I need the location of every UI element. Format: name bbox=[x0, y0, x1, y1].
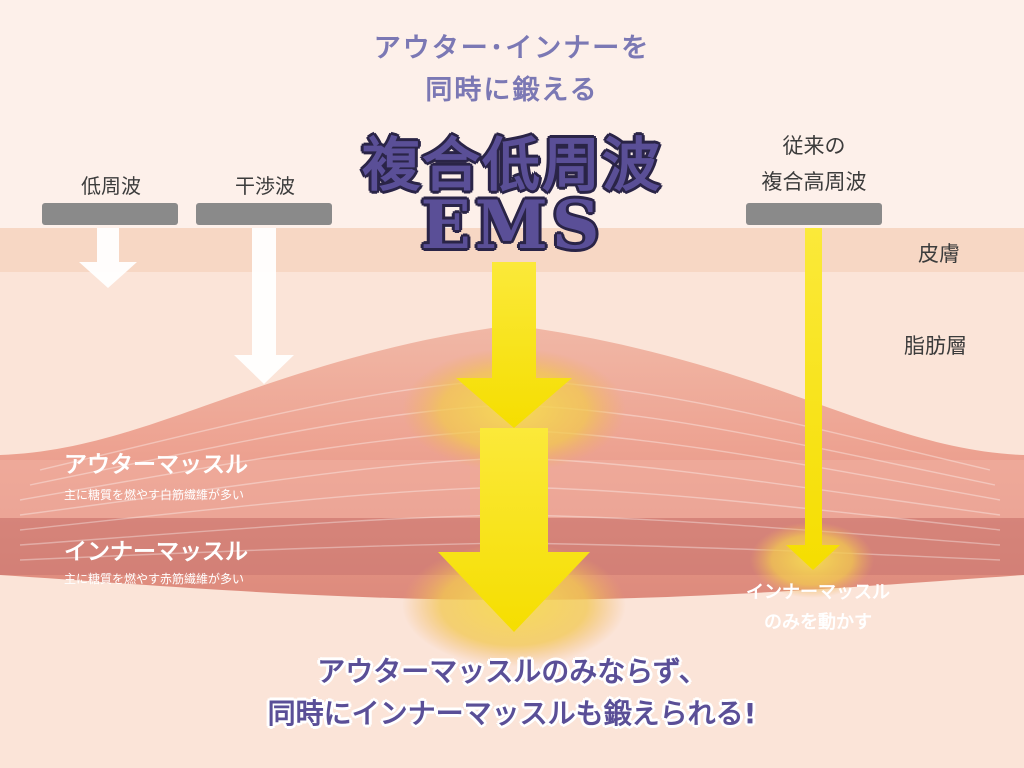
conventional-arrow-icon bbox=[786, 228, 840, 570]
interference-arrow-icon bbox=[234, 228, 294, 384]
electrode-interference bbox=[196, 203, 332, 225]
low-frequency-label: 低周波 bbox=[81, 174, 141, 198]
outer-muscle-description: 主に糖質を燃やす白筋繊維が多い bbox=[64, 488, 245, 502]
product-subtitle: EMS bbox=[419, 185, 604, 265]
conventional-note-line-1: インナーマッスル bbox=[746, 582, 890, 603]
conventional-label-line-1: 従来の bbox=[782, 134, 846, 158]
heading-line-2: 同時に鍛える bbox=[425, 75, 599, 106]
ems-arrow-upper-icon bbox=[456, 262, 572, 428]
electrode-conventional bbox=[746, 203, 882, 225]
product-title: 複合低周波 bbox=[361, 130, 662, 200]
conventional-note-line-2: のみを動かす bbox=[764, 612, 872, 633]
bottom-message-line-1: アウターマッスルのみならず、 bbox=[317, 655, 707, 688]
inner-muscle-description: 主に糖質を燃やす赤筋繊維が多い bbox=[64, 572, 245, 586]
bottom-message-line-2: 同時にインナーマッスルも鍛えられる! bbox=[267, 697, 757, 730]
outer-muscle-label: アウターマッスル bbox=[64, 452, 248, 478]
fat-layer-label: 脂肪層 bbox=[904, 334, 967, 358]
inner-muscle-label: インナーマッスル bbox=[64, 539, 248, 565]
conventional-label-line-2: 複合高周波 bbox=[761, 170, 867, 194]
heading-line-1: アウター･インナーを bbox=[373, 33, 651, 64]
low-frequency-arrow-icon bbox=[79, 228, 137, 288]
interference-label: 干渉波 bbox=[235, 174, 295, 198]
ems-arrow-lower-icon bbox=[438, 428, 590, 632]
electrode-low bbox=[42, 203, 178, 225]
skin-layer-label: 皮膚 bbox=[918, 242, 960, 266]
